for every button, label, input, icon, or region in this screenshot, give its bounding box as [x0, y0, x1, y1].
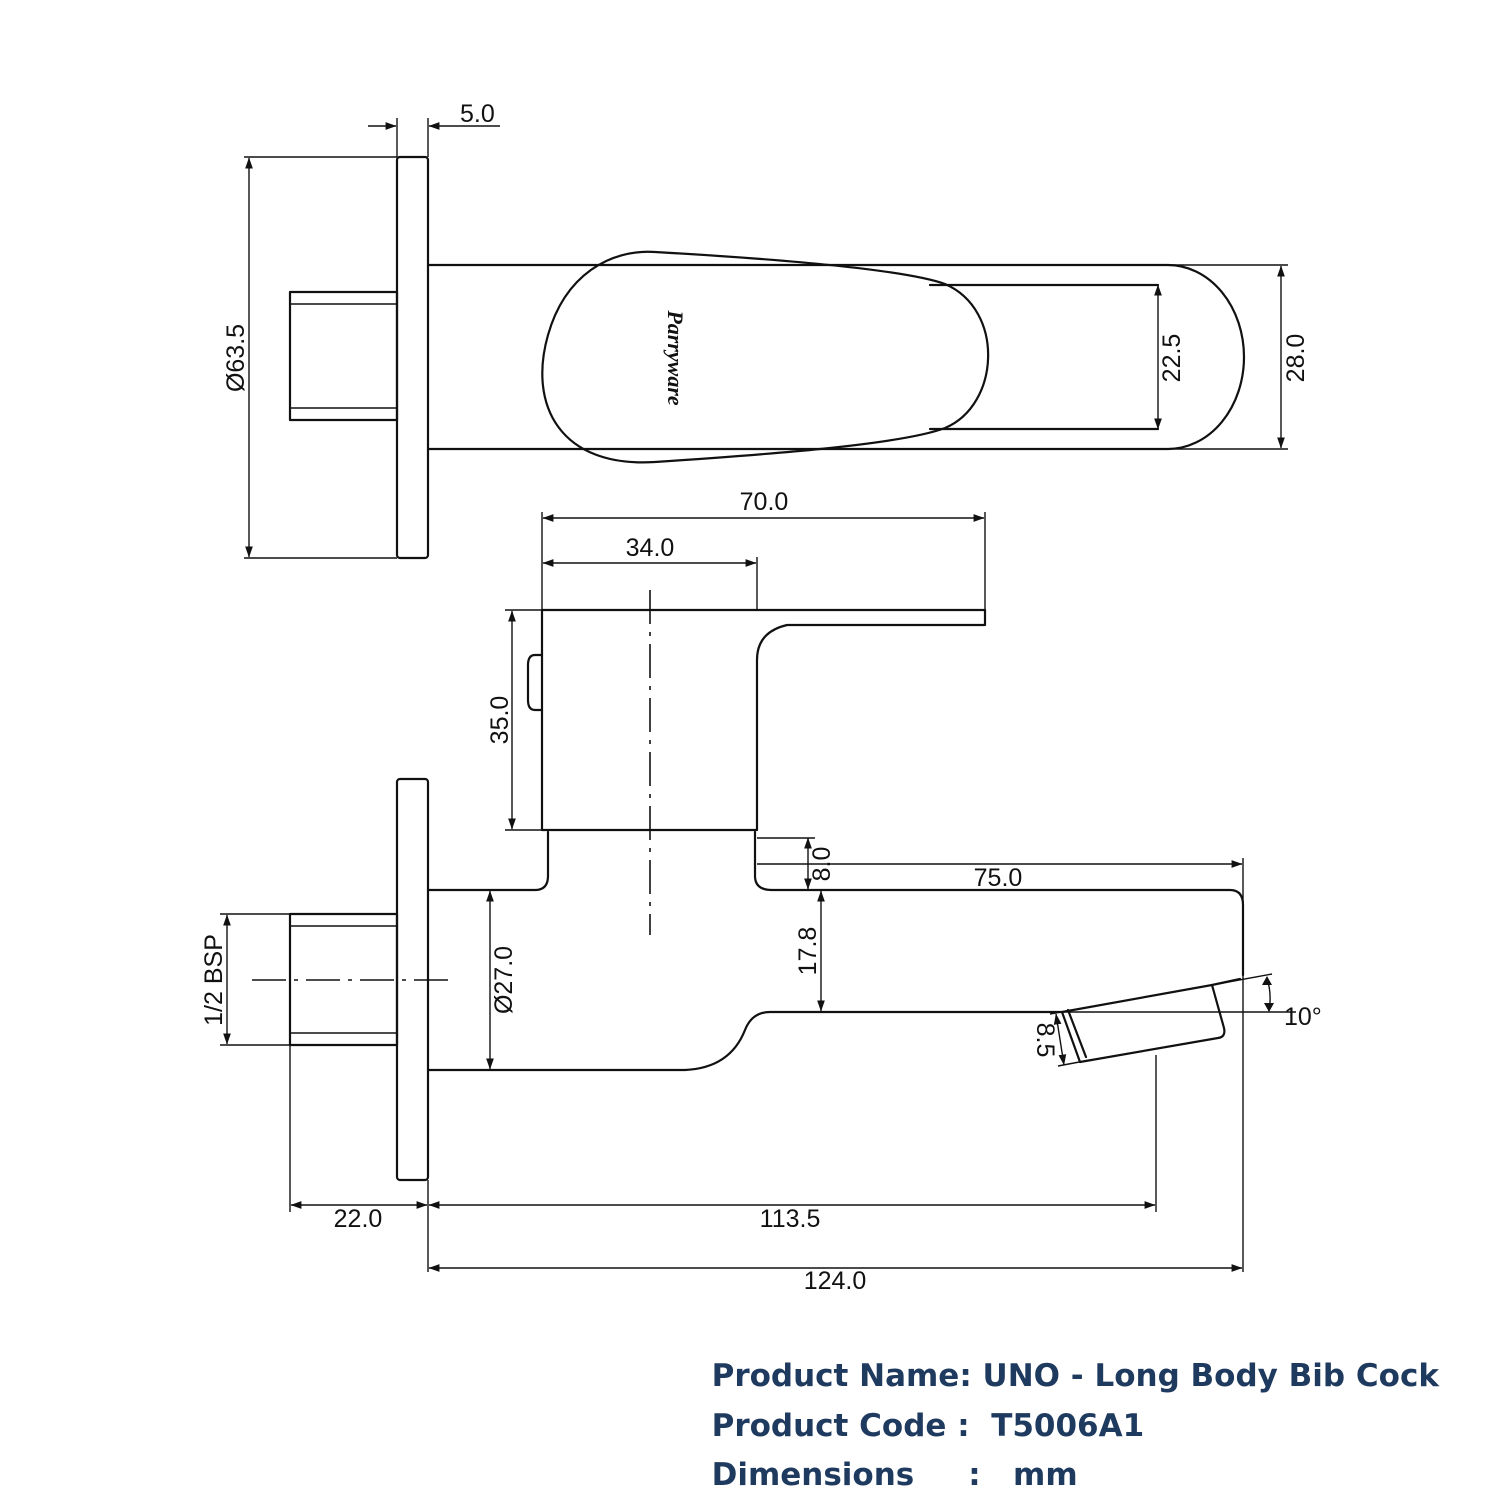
side-body-outline: [426, 830, 1245, 1072]
dim-cap-height: 35.0: [486, 696, 514, 745]
side-spout-outlet: [1060, 983, 1226, 1064]
top-flange: [395, 155, 430, 560]
product-name-label: Product Name:: [711, 1358, 972, 1394]
top-body-outline: [426, 263, 1246, 451]
dimensions-unit: mm: [1013, 1457, 1078, 1493]
product-code-line: Product Code : T5006A1: [690, 1372, 1145, 1444]
dim-flange-thickness: 5.0: [460, 100, 495, 128]
side-view: 70.0 34.0 35.0 8.0 75.0 17.8 Ø27.0 1/2 B…: [200, 488, 1322, 1295]
dim-handle-length: 70.0: [740, 488, 789, 516]
dim-cap-width: 34.0: [626, 534, 675, 562]
product-code-label: Product Code :: [711, 1408, 970, 1444]
top-view: Parryware 5.0 Ø63.5 22.5 28.0: [222, 100, 1310, 560]
dim-handle-outer: 28.0: [1282, 334, 1310, 383]
top-handle-lever: [541, 250, 990, 464]
dim-body-diameter: Ø27.0: [490, 946, 518, 1014]
side-button: [526, 653, 544, 712]
product-code-value: T5006A1: [991, 1408, 1145, 1444]
dim-handle-inner: 22.5: [1158, 334, 1186, 383]
dim-outlet-angle: 10°: [1284, 1003, 1322, 1031]
dimensions-separator: :: [968, 1457, 981, 1493]
dim-thread-size: 1/2 BSP: [200, 934, 228, 1026]
dimensions-label: Dimensions: [711, 1457, 915, 1493]
dim-body-height: 17.8: [794, 927, 822, 976]
dim-outlet-distance: 113.5: [760, 1205, 821, 1233]
product-name-line: Product Name: UNO - Long Body Bib Cock: [690, 1322, 1439, 1394]
product-name-value: UNO - Long Body Bib Cock: [982, 1358, 1439, 1394]
side-thread: [288, 912, 399, 1047]
side-handle: [540, 608, 987, 832]
brand-logo: Parryware: [663, 309, 688, 406]
dimensions-unit-line: Dimensions : mm: [690, 1421, 1078, 1493]
dim-outlet-size: 8.5: [1031, 1023, 1059, 1058]
dim-flange-diameter: Ø63.5: [222, 324, 250, 392]
dim-overall-length: 124.0: [804, 1267, 867, 1295]
dim-thread-length: 22.0: [334, 1205, 383, 1233]
dim-spout-length: 75.0: [974, 864, 1023, 892]
top-slot-outline: [928, 283, 1160, 431]
top-thread: [288, 290, 399, 422]
